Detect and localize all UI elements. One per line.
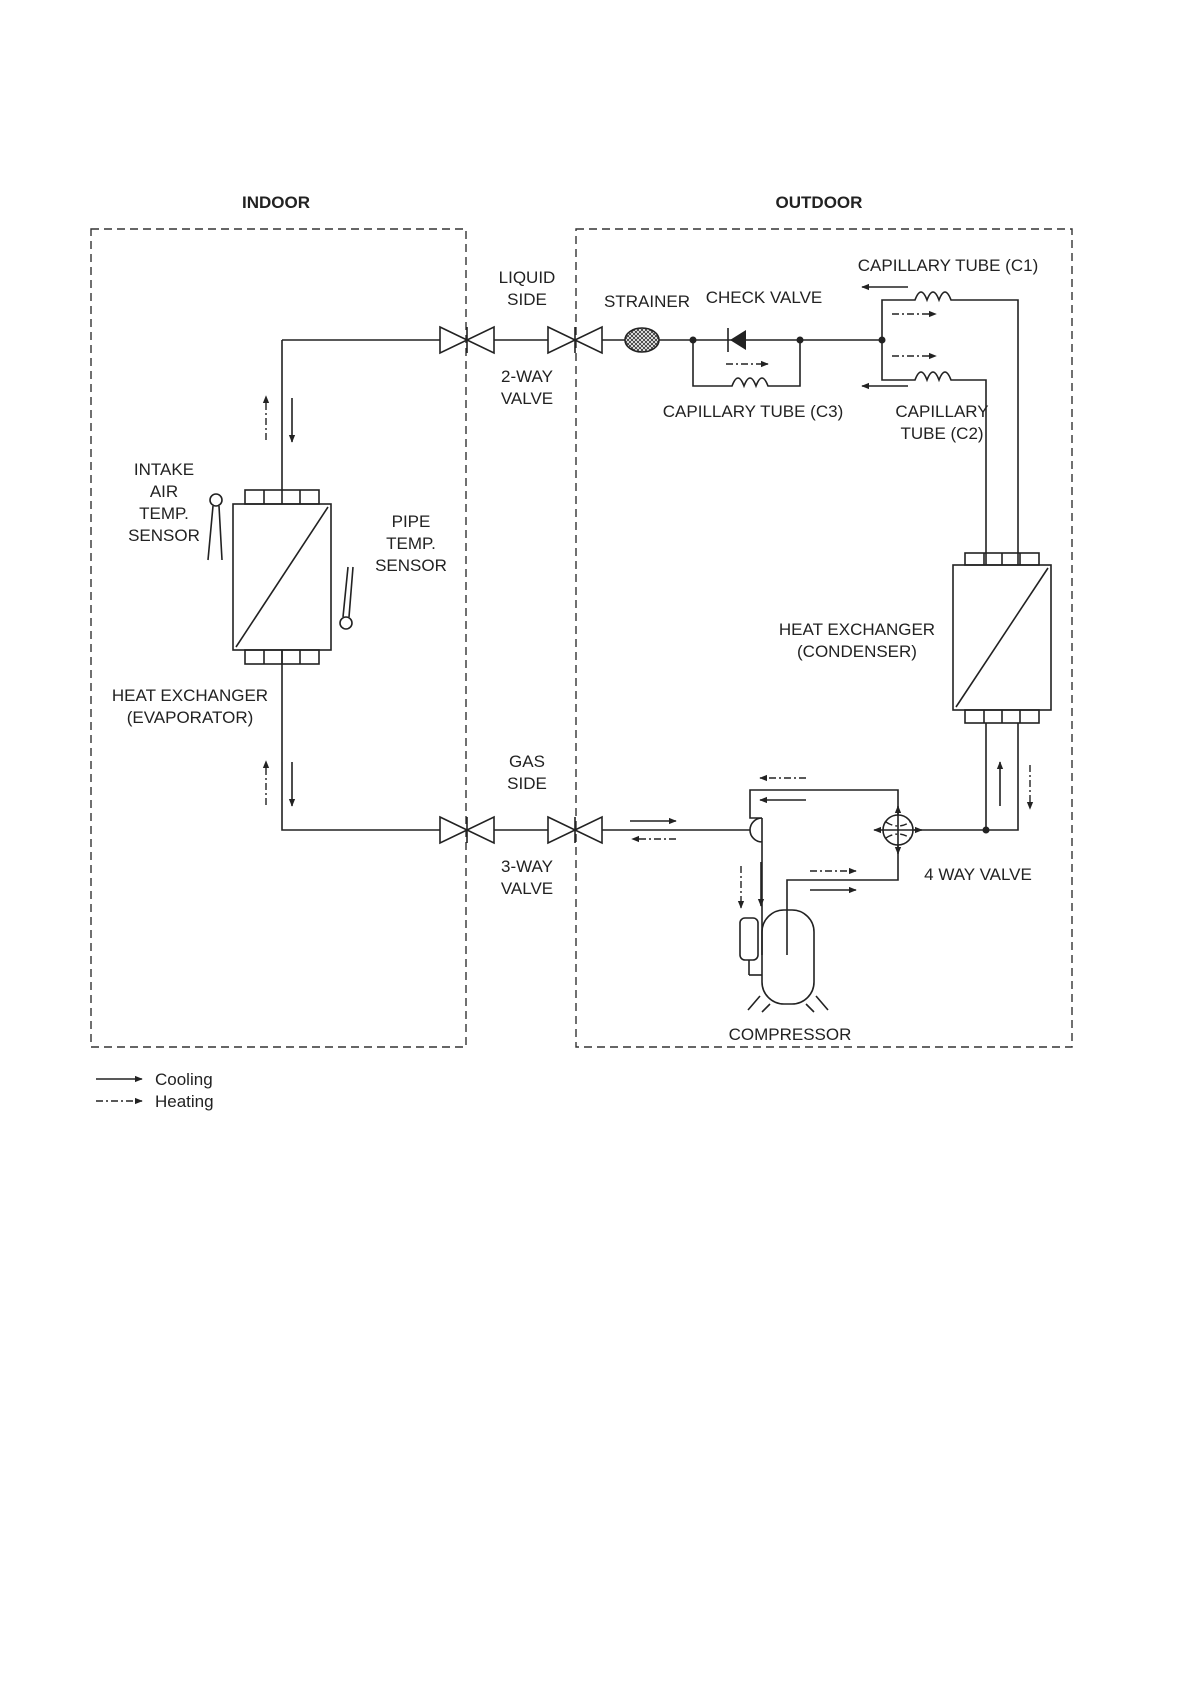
indoor-unit-box bbox=[91, 229, 466, 1047]
two-way-valve-label: 2-WAY VALVE bbox=[501, 367, 553, 408]
svg-text:HEAT EXCHANGER: HEAT EXCHANGER bbox=[112, 686, 268, 705]
svg-text:(CONDENSER): (CONDENSER) bbox=[797, 642, 917, 661]
check-valve-label: CHECK VALVE bbox=[706, 288, 823, 307]
svg-text:SENSOR: SENSOR bbox=[128, 526, 200, 545]
indoor-heading: INDOOR bbox=[242, 193, 310, 212]
svg-text:GAS: GAS bbox=[509, 752, 545, 771]
svg-text:(EVAPORATOR): (EVAPORATOR) bbox=[127, 708, 254, 727]
condenser-outlet-pipe bbox=[986, 723, 1018, 830]
condenser-heat-exchanger bbox=[953, 553, 1051, 723]
suction-line bbox=[750, 790, 898, 830]
compressor bbox=[740, 910, 828, 1012]
svg-text:LIQUID: LIQUID bbox=[499, 268, 556, 287]
discharge-line bbox=[787, 845, 898, 955]
check-valve bbox=[728, 328, 746, 352]
indoor-gas-pipe bbox=[282, 650, 440, 830]
svg-text:INTAKE: INTAKE bbox=[134, 460, 194, 479]
three-way-valve-indoor bbox=[440, 817, 494, 843]
svg-text:SIDE: SIDE bbox=[507, 774, 547, 793]
svg-text:VALVE: VALVE bbox=[501, 879, 553, 898]
svg-text:TEMP.: TEMP. bbox=[139, 504, 189, 523]
compressor-label: COMPRESSOR bbox=[729, 1025, 852, 1044]
four-way-valve bbox=[874, 806, 922, 854]
svg-text:AIR: AIR bbox=[150, 482, 178, 501]
two-way-valve-outdoor bbox=[548, 327, 602, 353]
evaporator-heat-exchanger bbox=[233, 490, 331, 664]
gas-side-label: GAS SIDE bbox=[507, 752, 547, 793]
capillary-c1-label: CAPILLARY TUBE (C1) bbox=[858, 256, 1038, 275]
liquid-side-label: LIQUID SIDE bbox=[499, 268, 556, 309]
intake-sensor-label: INTAKE AIR TEMP. SENSOR bbox=[128, 460, 200, 545]
capillary-tube-c2 bbox=[882, 340, 986, 565]
pipe-temp-sensor bbox=[340, 567, 353, 629]
svg-text:HEAT EXCHANGER: HEAT EXCHANGER bbox=[779, 620, 935, 639]
capillary-tube-c3 bbox=[693, 340, 800, 386]
svg-text:2-WAY: 2-WAY bbox=[501, 367, 553, 386]
legend-cooling-label: Cooling bbox=[155, 1070, 213, 1089]
strainer-label: STRAINER bbox=[604, 292, 690, 311]
outdoor-heading: OUTDOOR bbox=[776, 193, 863, 212]
svg-text:TEMP.: TEMP. bbox=[386, 534, 436, 553]
condenser-label: HEAT EXCHANGER (CONDENSER) bbox=[779, 620, 935, 661]
evaporator-label: HEAT EXCHANGER (EVAPORATOR) bbox=[112, 686, 268, 727]
legend-heating-label: Heating bbox=[155, 1092, 214, 1111]
svg-text:PIPE: PIPE bbox=[392, 512, 431, 531]
four-way-valve-label: 4 WAY VALVE bbox=[924, 865, 1032, 884]
svg-text:VALVE: VALVE bbox=[501, 389, 553, 408]
svg-text:SIDE: SIDE bbox=[507, 290, 547, 309]
capillary-c2-label: CAPILLARY TUBE (C2) bbox=[895, 402, 988, 443]
svg-text:SENSOR: SENSOR bbox=[375, 556, 447, 575]
two-way-valve-indoor bbox=[440, 327, 494, 353]
strainer bbox=[625, 328, 659, 352]
svg-text:TUBE (C2): TUBE (C2) bbox=[900, 424, 983, 443]
indoor-liquid-pipe bbox=[282, 340, 440, 490]
three-way-valve-outdoor bbox=[548, 817, 602, 843]
svg-text:CAPILLARY: CAPILLARY bbox=[895, 402, 988, 421]
svg-text:3-WAY: 3-WAY bbox=[501, 857, 553, 876]
legend: Cooling Heating bbox=[96, 1070, 214, 1111]
capillary-c3-label: CAPILLARY TUBE (C3) bbox=[663, 402, 843, 421]
pipe-sensor-label: PIPE TEMP. SENSOR bbox=[375, 512, 447, 575]
intake-air-temp-sensor bbox=[208, 494, 222, 560]
three-way-valve-label: 3-WAY VALVE bbox=[501, 857, 553, 898]
